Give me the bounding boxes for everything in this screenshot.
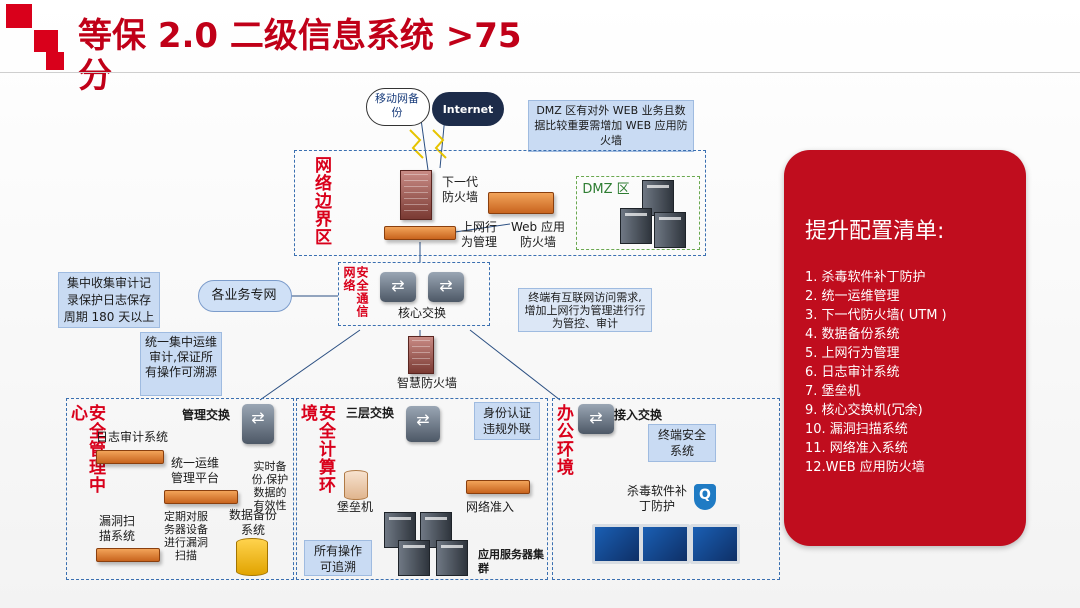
upgrade-item: 12.WEB 应用防火墙 (805, 460, 925, 475)
title-divider (0, 72, 1080, 73)
auth-callout: 身份认证违规外联 (474, 402, 540, 440)
app-server-3 (398, 540, 430, 576)
waf-label: Web 应用防火墙 (511, 220, 565, 249)
bastion-trace-callout: 所有操作可追溯 (304, 540, 372, 576)
nac-device (466, 480, 530, 494)
dmz-zone-label: DMZ 区 (582, 182, 630, 197)
nac-label: 网络准入 (465, 500, 514, 514)
core-switch-2 (428, 272, 464, 302)
dmz-server-3 (654, 212, 686, 248)
terminal-pc-2 (640, 524, 690, 564)
dmz-zone (576, 176, 700, 250)
security-mgmt-label: 安全管理中心 (67, 404, 105, 494)
mobile-backup-label: 移动网备份 (375, 92, 419, 119)
dmz-server-2 (620, 208, 652, 244)
upgrade-list: 1. 杀毒软件补丁防护 2. 统一运维管理 3. 下一代防火墙( UTM ) 4… (805, 268, 947, 477)
mgmt-switch-label: 管理交换 (182, 408, 231, 422)
secure-communication-label: 安全通信网络 (342, 266, 369, 318)
ops-audit-callout: 统一集中运维审计,保证所有操作可溯源 (140, 332, 222, 396)
page-title: 等保 2.0 二级信息系统 >75 分 (78, 16, 522, 96)
upgrade-item: 2. 统一运维管理 (805, 289, 900, 304)
upgrade-item: 11. 网络准入系统 (805, 441, 908, 456)
vuln-scan-label: 漏洞扫描系统 (98, 514, 135, 543)
vuln-scan-device (96, 548, 160, 562)
l3-switch-device (406, 406, 440, 442)
backup-label: 数据备份系统 (228, 508, 277, 537)
bastion-icon (344, 470, 368, 500)
business-network-cloud (198, 280, 292, 312)
ngfw-label: 下一代防火墙 (441, 175, 478, 204)
upgrade-list-heading: 提升配置清单: (805, 219, 945, 244)
scan-schedule-label: 定期对服务器设备进行漏洞扫描 (164, 510, 208, 562)
smart-firewall-label: 智慧防火墙 (396, 376, 457, 390)
upgrade-item: 1. 杀毒软件补丁防护 (805, 270, 926, 285)
log-audit-label: 日志审计系统 (95, 430, 168, 444)
network-border-zone (294, 150, 706, 256)
office-zone-label: 办公环境 (553, 404, 573, 476)
waf-device (488, 192, 554, 214)
log-audit-device (96, 450, 164, 464)
internet-cloud (432, 92, 504, 126)
upgrade-item: 6. 日志审计系统 (805, 365, 900, 380)
app-server-4 (436, 540, 468, 576)
office-zone (552, 398, 780, 580)
backup-disk-icon (236, 538, 268, 576)
mgmt-switch-device (242, 404, 274, 444)
l3-switch-label: 三层交换 (346, 406, 395, 420)
terminal-security-callout: 终端安全系统 (648, 424, 716, 462)
secure-compute-label: 安全计算环境 (297, 404, 335, 494)
behavior-mgmt-label: 上网行为管理 (460, 220, 497, 249)
log-retention-callout: 集中收集审计记录保护日志保存周期 180 天以上 (58, 272, 160, 328)
secure-compute-zone (296, 398, 548, 580)
antivirus-label: 杀毒软件补丁防护 (626, 484, 687, 513)
internet-label: Internet (442, 103, 494, 116)
core-switch-label: 核心交换 (397, 306, 446, 320)
bastion-label: 堡垒机 (336, 500, 373, 514)
business-network-label: 各业务专网 (211, 288, 277, 303)
terminal-pc-1 (592, 524, 642, 564)
upgrade-item: 9. 核心交换机(冗余) (805, 403, 923, 418)
upgrade-list-panel: 提升配置清单: 1. 杀毒软件补丁防护 2. 统一运维管理 3. 下一代防火墙(… (784, 150, 1026, 546)
core-switch-1 (380, 272, 416, 302)
secure-communication-zone (338, 262, 490, 326)
access-switch-device (578, 404, 614, 434)
smart-firewall-device (408, 336, 434, 374)
backup-callout: 实时备份,保护数据的有效性 (251, 460, 289, 512)
upgrade-item: 4. 数据备份系统 (805, 327, 900, 342)
terminal-pc-3 (690, 524, 740, 564)
ngfw-device (400, 170, 432, 220)
security-mgmt-zone (66, 398, 294, 580)
upgrade-item: 5. 上网行为管理 (805, 346, 900, 361)
dmz-waf-callout: DMZ 区有对外 WEB 业务且数据比较重要需增加 WEB 应用防火墙 (528, 100, 694, 152)
upgrade-item: 10. 漏洞扫描系统 (805, 422, 908, 437)
ops-platform-device (164, 490, 238, 504)
behavior-mgmt-device (384, 226, 456, 240)
terminal-behavior-callout: 终端有互联网访问需求,增加上网行为管理进行行为管控、审计 (518, 288, 652, 332)
antivirus-shield-icon (694, 484, 716, 510)
upgrade-item: 7. 堡垒机 (805, 384, 861, 399)
access-switch-label: 接入交换 (614, 408, 663, 422)
upgrade-item: 3. 下一代防火墙( UTM ) (805, 308, 947, 323)
mobile-backup-cloud (366, 88, 430, 126)
network-border-zone-label: 网络边界区 (311, 156, 331, 246)
app-cluster-label: 应用服务器集群 (478, 548, 544, 575)
ops-platform-label: 统一运维管理平台 (170, 456, 219, 485)
brand-logo (6, 4, 66, 70)
